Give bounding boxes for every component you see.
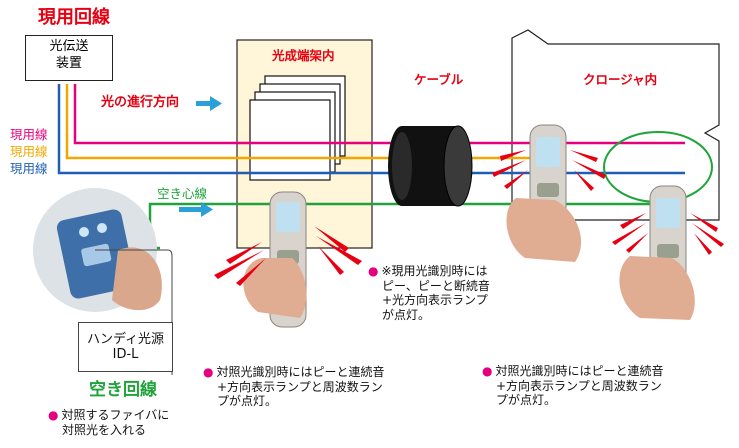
spare-note: 対照するファイバに 対照光を入れる bbox=[48, 408, 169, 437]
cable-cross-section-icon bbox=[388, 125, 473, 207]
working-line-3 bbox=[57, 84, 685, 175]
closure-label: クロージャ内 bbox=[583, 72, 658, 87]
handheld-identifier-icon bbox=[506, 124, 582, 262]
light-source-name: ハンディ光源 bbox=[86, 332, 165, 347]
spare-line-label: 空き心線 bbox=[157, 186, 208, 201]
working-note-line-4: が点灯。 bbox=[382, 307, 431, 322]
working-line-label-3: 現用線 bbox=[10, 161, 48, 176]
light-direction-label: 光の進行方向 bbox=[101, 95, 180, 110]
spare-note-line-1: 対照するファイバに bbox=[48, 408, 169, 423]
light-source-model: ID-L bbox=[112, 347, 139, 362]
working-identification-note: ※現用光識別時には ピー、ピーと断続音 +光方向表示ランプ が点灯。 bbox=[368, 264, 490, 323]
rack-boards bbox=[249, 75, 346, 181]
reference-note-right: 対照光識別時にはピーと連続音 +方向表示ランプと周波数ラン プが点灯。 bbox=[482, 364, 663, 408]
right-arrow-icon bbox=[196, 96, 222, 111]
spare-note-line-2: 対照光を入れる bbox=[62, 422, 147, 437]
reference-left-line-3: プが点灯。 bbox=[217, 394, 278, 409]
reference-right-line-3: プが点灯。 bbox=[496, 393, 557, 408]
working-line-label-2: 現用線 bbox=[10, 144, 48, 159]
rack-label: 光成端架内 bbox=[272, 48, 335, 63]
reference-left-line-2: +方向表示ランプと周波数ラン bbox=[217, 379, 383, 394]
reference-left-line-1: 対照光識別時にはピーと連続音 bbox=[203, 365, 384, 380]
cable-label: ケーブル bbox=[414, 72, 464, 87]
working-note-line-2: ピー、ピーと断続音 bbox=[382, 278, 490, 293]
transmitter-label-line2: 装置 bbox=[55, 55, 82, 71]
working-line-1 bbox=[73, 84, 685, 145]
reference-right-line-1: 対照光識別時にはピーと連続音 bbox=[482, 364, 663, 379]
light-source-label-box: ハンディ光源 ID-L bbox=[78, 322, 173, 372]
handheld-identifier-icon bbox=[619, 185, 695, 320]
working-circuit-title: 現用回線 bbox=[38, 7, 110, 28]
spare-circuit-title: 空き回線 bbox=[89, 380, 157, 400]
working-line-label-1: 現用線 bbox=[10, 127, 48, 142]
reference-note-left: 対照光識別時にはピーと連続音 +方向表示ランプと周波数ラン プが点灯。 bbox=[203, 365, 384, 409]
working-note-line-1: ※現用光識別時には bbox=[368, 264, 490, 279]
right-arrow-icon bbox=[179, 202, 213, 217]
handheld-identifier-icon bbox=[243, 191, 307, 328]
working-note-line-3: +光方向表示ランプ bbox=[382, 293, 488, 308]
signal-burst-marks bbox=[214, 150, 724, 286]
transmitter-label-line1: 光伝送 bbox=[49, 39, 89, 54]
optical-transmitter-box: 光伝送 装置 bbox=[25, 35, 113, 81]
reference-right-line-2: +方向表示ランプと周波数ラン bbox=[496, 378, 662, 393]
